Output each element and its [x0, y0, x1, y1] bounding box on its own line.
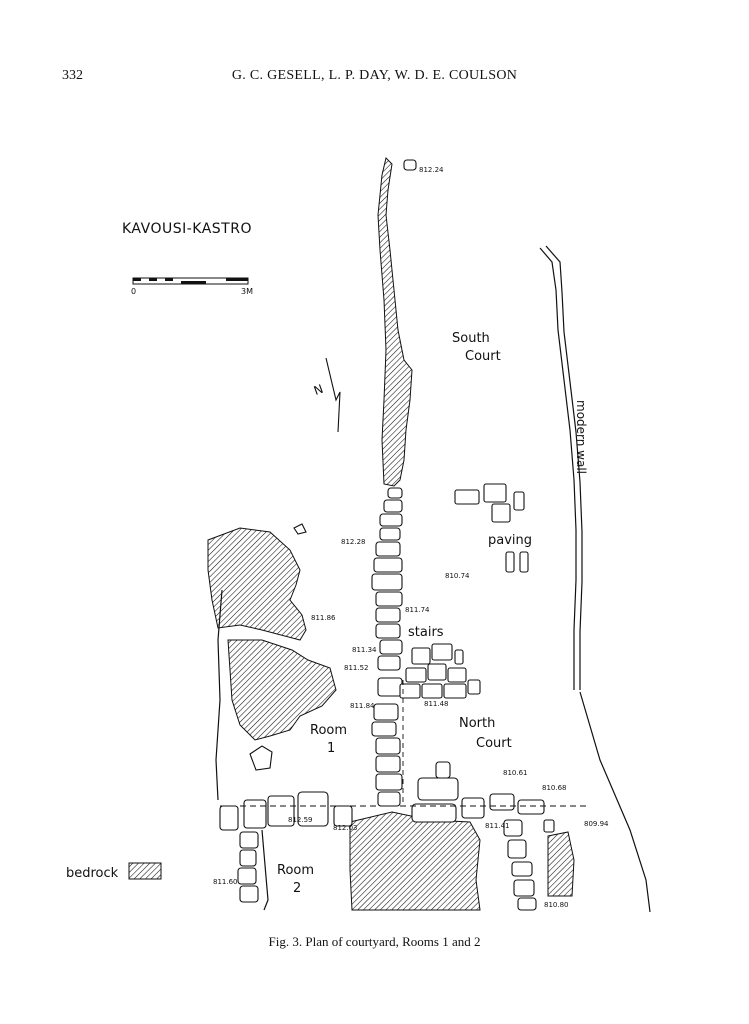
central-wall-stones [371, 159, 417, 807]
room2-west-line [261, 829, 269, 911]
north-arrow-icon: N [312, 357, 341, 433]
room2-wall-stones [237, 831, 259, 903]
west-scarp [377, 157, 413, 487]
room2-label-line2: 2 [293, 881, 301, 896]
elevation-markers: 812.24 812.28 810.74 811.86 811.74 811.3… [213, 166, 609, 909]
elevation-810-74: 810.74 [445, 572, 470, 580]
elevation-809-94: 809.94 [584, 820, 609, 828]
bedrock-patch-room1 [227, 639, 337, 741]
bedrock-patch-east [547, 831, 575, 897]
stairs-label: stairs [408, 625, 444, 640]
paving-label: paving [488, 533, 532, 548]
south-court-label-line1: South [452, 331, 490, 346]
east-boundary-line [579, 691, 651, 913]
north-court-label-line2: Court [476, 736, 512, 751]
elevation-812-03: 812.03 [333, 824, 358, 832]
page-number: 332 [62, 68, 83, 83]
legend-bedrock-label: bedrock [66, 866, 119, 881]
elevation-811-60: 811.60 [213, 878, 238, 886]
elevation-810-68: 810.68 [542, 784, 567, 792]
figure-caption: Fig. 3. Plan of courtyard, Rooms 1 and 2 [268, 934, 481, 949]
isolated-rock [249, 745, 273, 771]
elevation-811-74: 811.74 [405, 606, 430, 614]
modern-wall-line-outer [539, 247, 577, 690]
site-title: KAVOUSI-KASTRO [122, 221, 252, 237]
room2-label-line1: Room [277, 863, 314, 878]
room1-label-line1: Room [310, 723, 347, 738]
north-label: N [312, 382, 325, 398]
running-head: G. C. GESELL, L. P. DAY, W. D. E. COULSO… [231, 68, 518, 83]
elevation-810-80: 810.80 [544, 901, 569, 909]
paving-stones [454, 483, 529, 573]
scale-start-label: 0 [131, 287, 136, 296]
bedrock-patch-room2 [349, 811, 481, 911]
south-court-label-line2: Court [465, 349, 501, 364]
elevation-810-61: 810.61 [503, 769, 528, 777]
stairs-stones [399, 643, 481, 699]
modern-wall-label: modern wall [574, 400, 588, 474]
modern-wall-line-inner [545, 245, 583, 690]
isolated-rock-small [293, 523, 307, 535]
scale-bar: 0 3M [131, 277, 253, 296]
elevation-812-24: 812.24 [419, 166, 444, 174]
elevation-812-28: 812.28 [341, 538, 366, 546]
east-west-wall-stones [219, 761, 555, 911]
elevation-811-48: 811.48 [424, 700, 449, 708]
elevation-811-86: 811.86 [311, 614, 336, 622]
scale-end-label: 3M [241, 287, 253, 296]
legend-bedrock-swatch [128, 862, 162, 880]
bedrock-patch-upper-west [207, 527, 307, 641]
elevation-811-41: 811.41 [485, 822, 510, 830]
north-court-label-line1: North [459, 716, 495, 731]
room1-outline [215, 589, 223, 801]
elevation-811-52: 811.52 [344, 664, 369, 672]
elevation-811-84: 811.84 [350, 702, 375, 710]
room1-label-line2: 1 [327, 741, 335, 756]
elevation-811-34: 811.34 [352, 646, 377, 654]
elevation-812-59: 812.59 [288, 816, 313, 824]
